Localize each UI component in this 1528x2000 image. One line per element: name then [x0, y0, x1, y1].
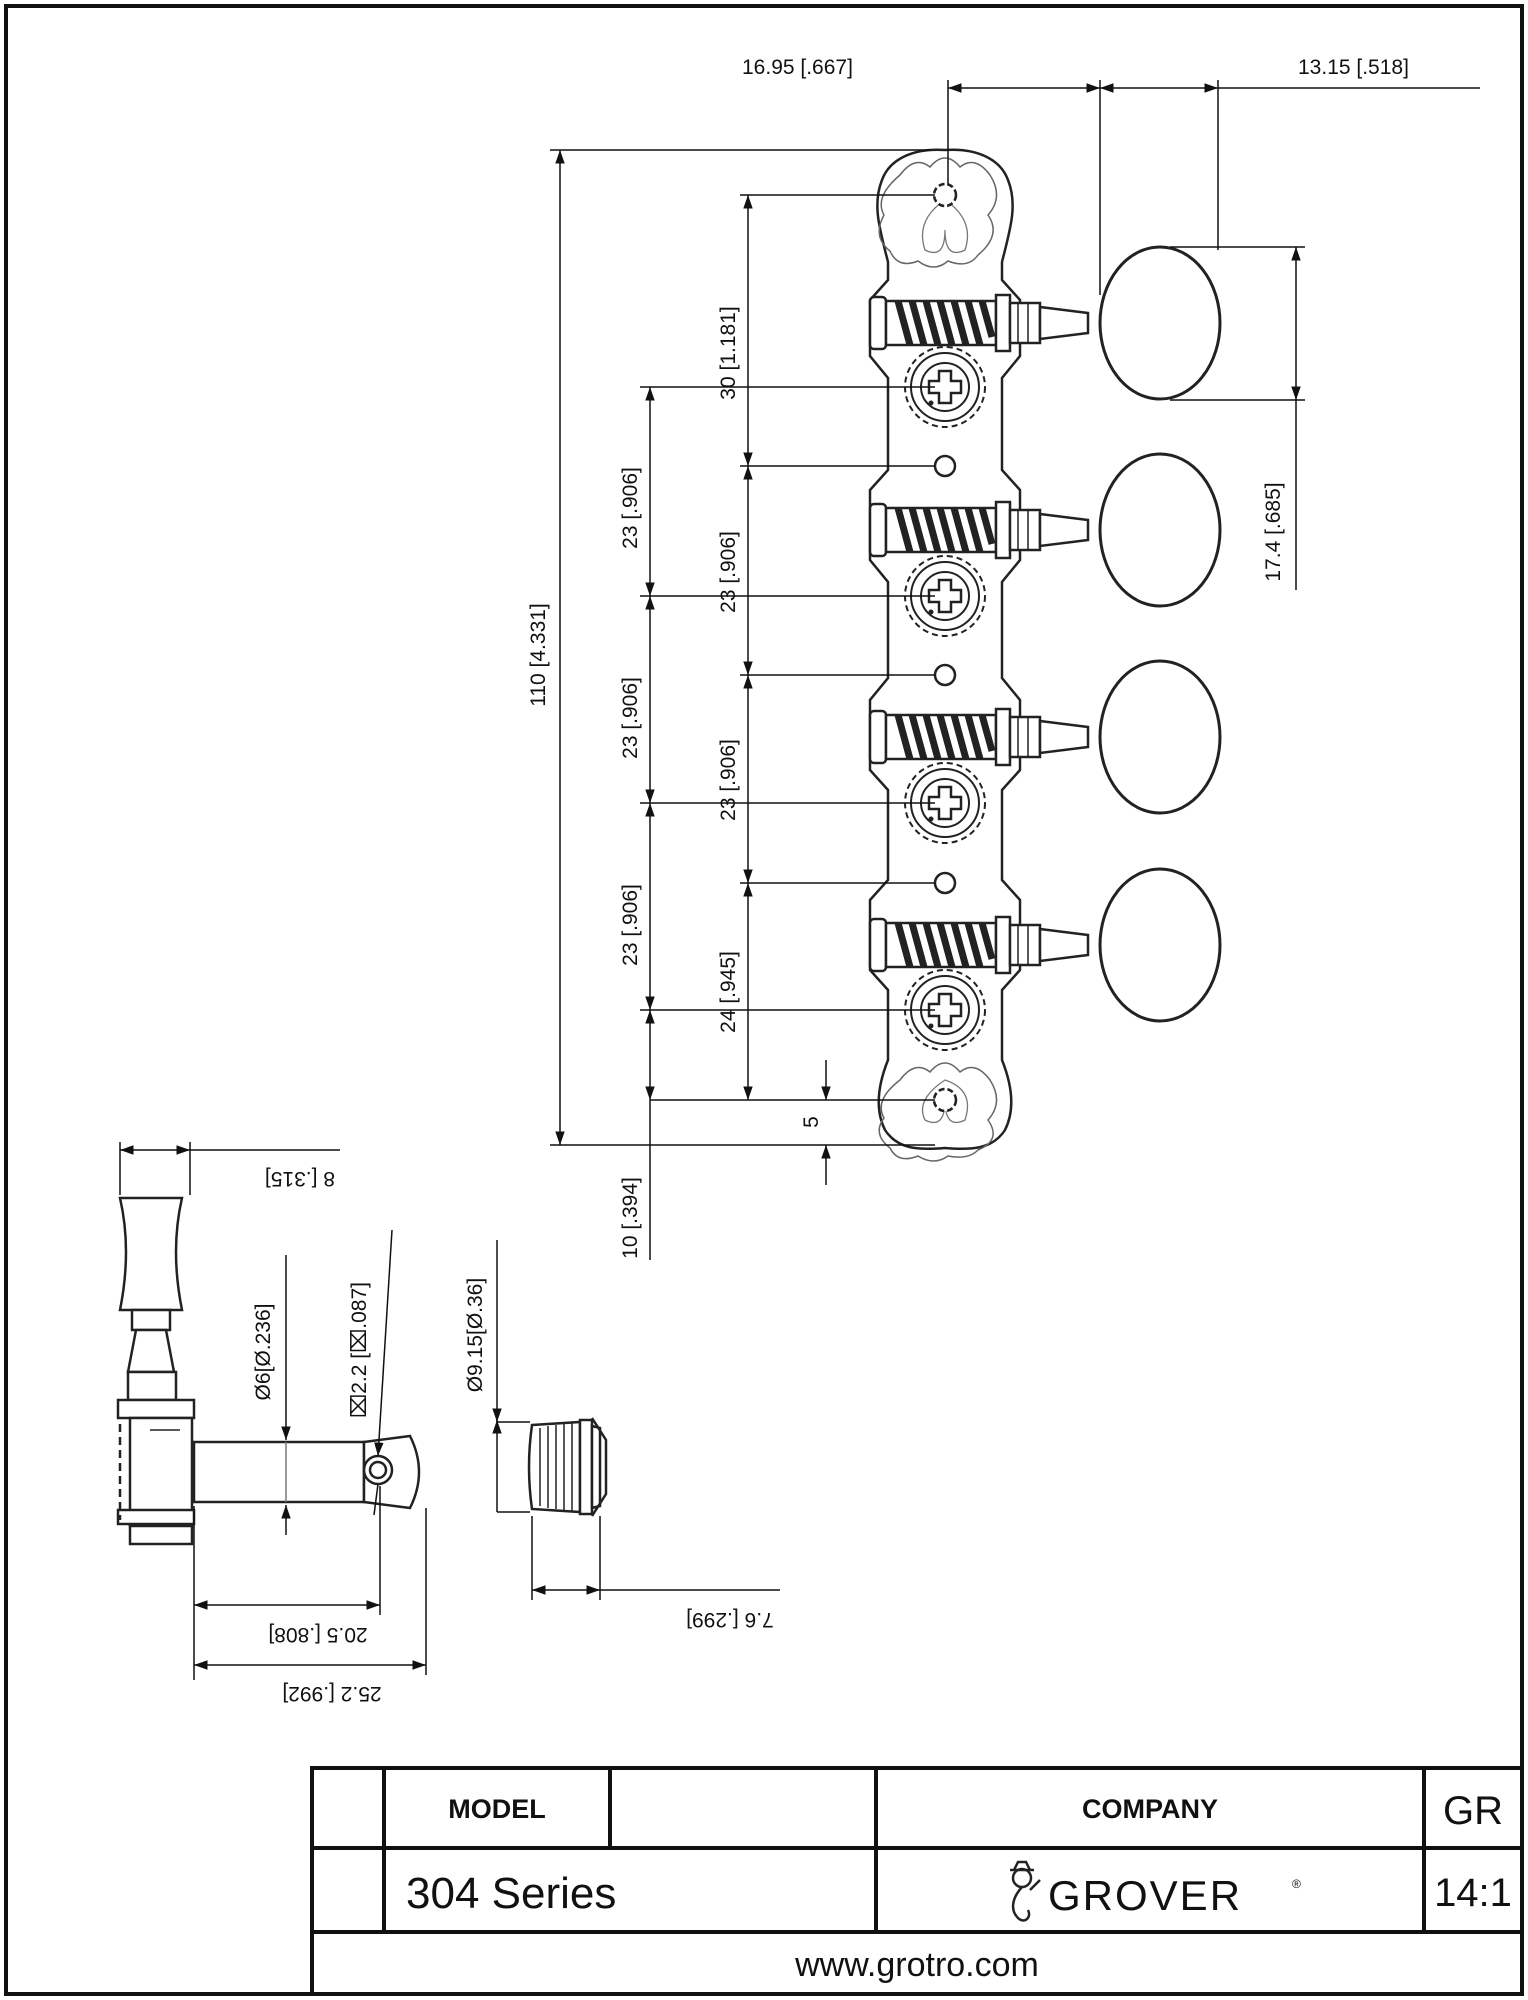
dim-pitch-right-1: 23 [.906] [717, 531, 740, 613]
registered-mark: ® [1292, 1877, 1301, 1891]
dim-first-pitch: 30 [1.181] [717, 306, 740, 399]
main-dimension-lines [550, 80, 1480, 1260]
dim-post-length-b: 25.2 [.992] [282, 1682, 381, 1705]
model-value: 304 Series [406, 1869, 616, 1918]
dim-hole-offset: 5 [800, 1116, 823, 1128]
bushing-dimension-lines [492, 1240, 780, 1600]
tuner-unit-1 [870, 245, 1222, 429]
dim-top-left: 16.95 [.667] [742, 56, 853, 79]
dim-bottom-offset: 10 [.394] [619, 1177, 642, 1259]
dim-top-right: 13.15 [.518] [1298, 56, 1409, 79]
scale-value: 14:1 [1434, 1871, 1512, 1915]
dim-post-length-a: 20.5 [.808] [268, 1623, 367, 1646]
tuner-unit-2 [870, 452, 1222, 638]
dim-last-pitch: 24 [.945] [717, 951, 740, 1033]
tuner-side-view [116, 1196, 421, 1546]
dim-bushing-diameter: Ø9.15[Ø.36] [464, 1278, 487, 1392]
dim-pitch-left-3: 23 [.906] [619, 884, 642, 966]
grover-logo: GROVER ® [1010, 1860, 1301, 1922]
company-label: COMPANY [1082, 1794, 1218, 1824]
dim-button-width: 8 [.315] [265, 1167, 335, 1190]
main-dimension-labels: 16.95 [.667] 13.15 [.518] 110 [4.331] 30… [527, 56, 1409, 1259]
dim-button-height: 17.4 [.685] [1262, 482, 1285, 581]
dim-string-hole: ⌧2.2 [⌧.087] [348, 1282, 371, 1418]
dim-pitch-left-1: 23 [.906] [619, 467, 642, 549]
bushing-view [527, 1417, 608, 1517]
website: www.grotro.com [794, 1946, 1039, 1984]
dim-bushing-length: 7.6 [.299] [686, 1608, 774, 1631]
bushing-dimension-labels: Ø9.15[Ø.36] 7.6 [.299] [464, 1278, 774, 1631]
tuner-unit-3 [870, 659, 1222, 845]
grover-mascot-icon [1010, 1860, 1041, 1922]
side-view-dimension-labels: 8 [.315] Ø6[Ø.236] ⌧2.2 [⌧.087] 20.5 [.8… [252, 1167, 382, 1705]
sheet-border [4, 4, 1524, 1996]
model-label: MODEL [448, 1794, 546, 1824]
dim-post-diameter: Ø6[Ø.236] [252, 1304, 275, 1401]
dim-pitch-left-2: 23 [.906] [619, 677, 642, 759]
corner-code: GR [1443, 1789, 1503, 1833]
tuner-unit-4 [870, 867, 1222, 1052]
dim-pitch-right-2: 23 [.906] [717, 739, 740, 821]
title-block: MODEL COMPANY GR 304 Series GROVER ® 14:… [310, 1766, 1524, 1996]
dim-total-length: 110 [4.331] [527, 603, 550, 707]
side-view-dimension-lines [119, 1142, 427, 1680]
company-value: GROVER [1048, 1872, 1242, 1919]
